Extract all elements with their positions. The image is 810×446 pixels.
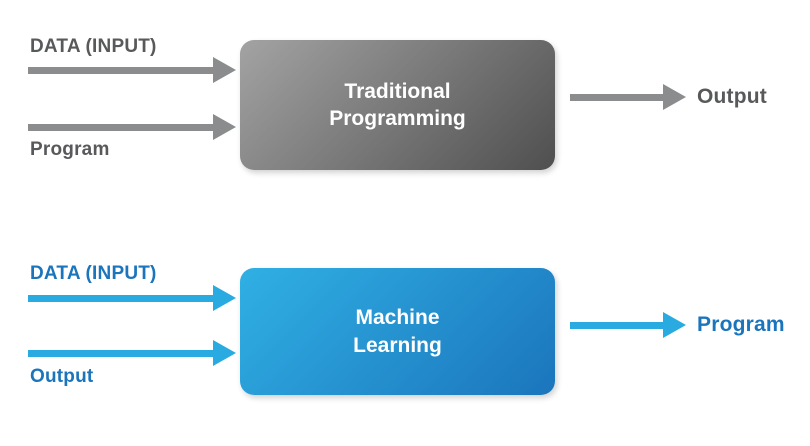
arrow-head-icon (213, 114, 236, 140)
traditional-output-label: Output (697, 85, 768, 108)
arrow-shaft (28, 294, 213, 302)
ml-program-label: Program (697, 313, 785, 336)
ml-output-input-arrow (28, 340, 236, 366)
arrow-shaft (570, 93, 663, 101)
arrow-shaft (28, 349, 213, 357)
machine-learning-box: Machine Learning (240, 268, 555, 395)
traditional-output-arrow (570, 84, 686, 110)
arrow-head-icon (213, 285, 236, 311)
traditional-data-arrow (28, 57, 236, 83)
arrow-shaft (28, 66, 213, 74)
arrow-shaft (570, 321, 663, 329)
traditional-input-program-label: Program (30, 139, 110, 160)
machine-learning-box-label: Machine Learning (353, 306, 442, 357)
arrow-head-icon (213, 57, 236, 83)
arrow-head-icon (663, 312, 686, 338)
ml-data-arrow (28, 285, 236, 311)
traditional-programming-box-label: Traditional Programming (329, 79, 466, 130)
arrow-head-icon (213, 340, 236, 366)
arrow-head-icon (663, 84, 686, 110)
arrow-shaft (28, 123, 213, 131)
ml-input-data-label: DATA (INPUT) (30, 263, 157, 284)
ml-input-output-label: Output (30, 366, 94, 387)
traditional-programming-box: Traditional Programming (240, 40, 555, 170)
ml-program-arrow (570, 312, 686, 338)
traditional-program-arrow (28, 114, 236, 140)
traditional-input-data-label: DATA (INPUT) (30, 36, 157, 57)
